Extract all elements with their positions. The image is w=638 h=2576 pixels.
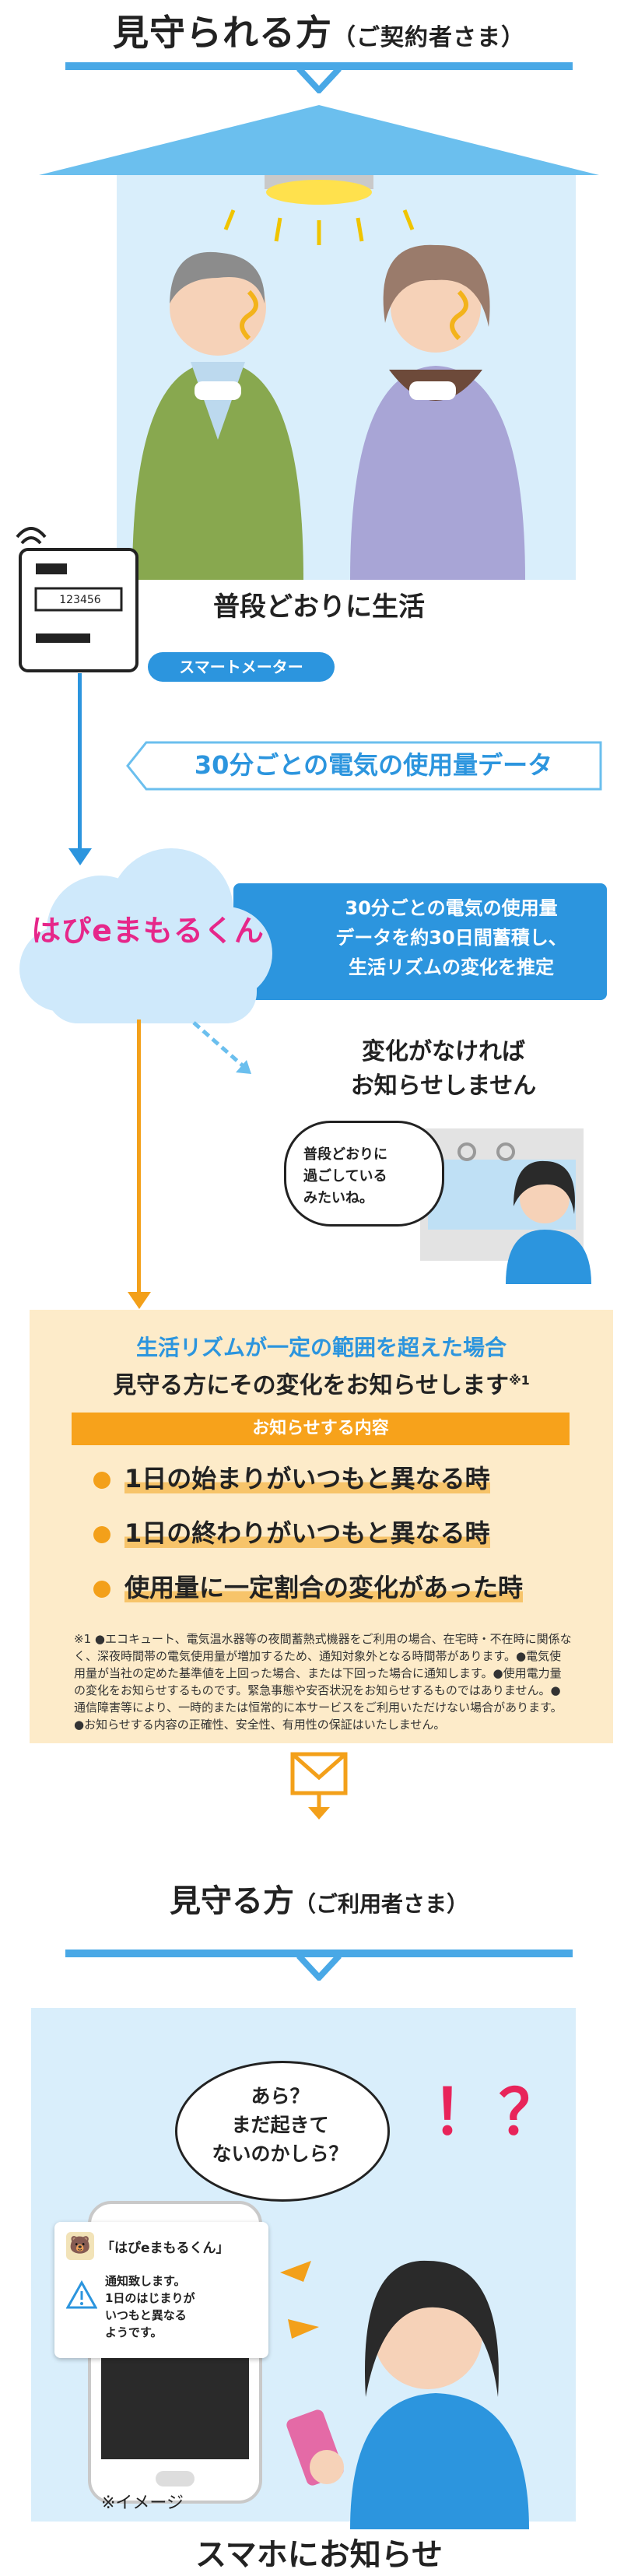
notify-item: 使用量に一定割合の変化があった時 [93,1568,524,1604]
notify-content-band: お知らせする内容 [72,1413,570,1445]
service-description: 30分ごとの電気の使用量 データを約30日間蓄積し、 生活リズムの変化を推定 [335,897,567,978]
surprise-marks: ！？ [432,2076,566,2149]
bullet-icon [93,1472,110,1489]
footnote: ※1 ●エコキュート、電気温水器等の夜間蓄熱式機器をご利用の場合、在宅時・不在時… [74,1632,572,1732]
notify-item: 1日の始まりがいつもと異なる時 [93,1459,490,1495]
no-change-message: 変化がなければ お知らせしません [350,1038,537,1100]
rhythm-subtitle: 見守る方にその変化をお知らせします※1 [113,1372,530,1399]
chevron-down-icon [296,67,342,93]
dashed-arrow-icon [192,1021,251,1074]
chevron-down-icon [296,1954,342,1981]
bullet-icon [93,1526,110,1543]
rhythm-title: 生活リズムが一定の範囲を超えた場合 [135,1335,507,1360]
cloud-icon [19,848,272,1023]
image-note: ※イメージ [101,2494,184,2513]
flow-line [78,673,82,860]
app-icon: 🐻 [66,2232,94,2260]
section-title-watched: 見守られる方（ご契約者さま） [113,12,525,54]
speech-bubble [284,1121,444,1227]
section-title-watcher: 見守る方（ご利用者さま） [169,1883,468,1919]
service-desc-box [233,883,607,1000]
house-illustration [39,105,599,580]
mail-icon [290,1752,348,1820]
warning-icon [66,2280,97,2309]
bubble-text: あら？ まだ起きて ないのかしら？ [212,2085,349,2165]
bubble-text: 普段どおりに 過ごしている みたいね。 [303,1146,387,1206]
life-label: 普段どおりに生活 [175,585,463,623]
notify-item: 1日の終わりがいつもと異なる時 [93,1514,490,1549]
footer-title: スマホにお知らせ [195,2537,443,2573]
service-logo: はぴeまもるくん [31,914,265,948]
bullet-icon [93,1581,110,1598]
divider-line [65,62,573,70]
train-scene-illustration [420,1128,591,1284]
meter-display: 123456 [59,594,101,606]
speech-bubble [175,2061,390,2202]
data-label: 30分ごとの電気の使用量データ [194,750,553,780]
data-label-frame [126,741,602,791]
divider-line [65,1950,573,1957]
smart-meter-tag: スマートメーター [148,652,335,682]
arrow-down-icon [68,848,92,865]
flow-line-orange [137,1020,141,1300]
smart-meter-icon [16,527,138,672]
app-name: 「はぴeまもるくん」 [101,2241,230,2256]
notification-text: 通知致します。 1日のはじまりが いつもと異なる ようです。 [105,2274,195,2339]
arrow-down-icon [128,1292,151,1309]
